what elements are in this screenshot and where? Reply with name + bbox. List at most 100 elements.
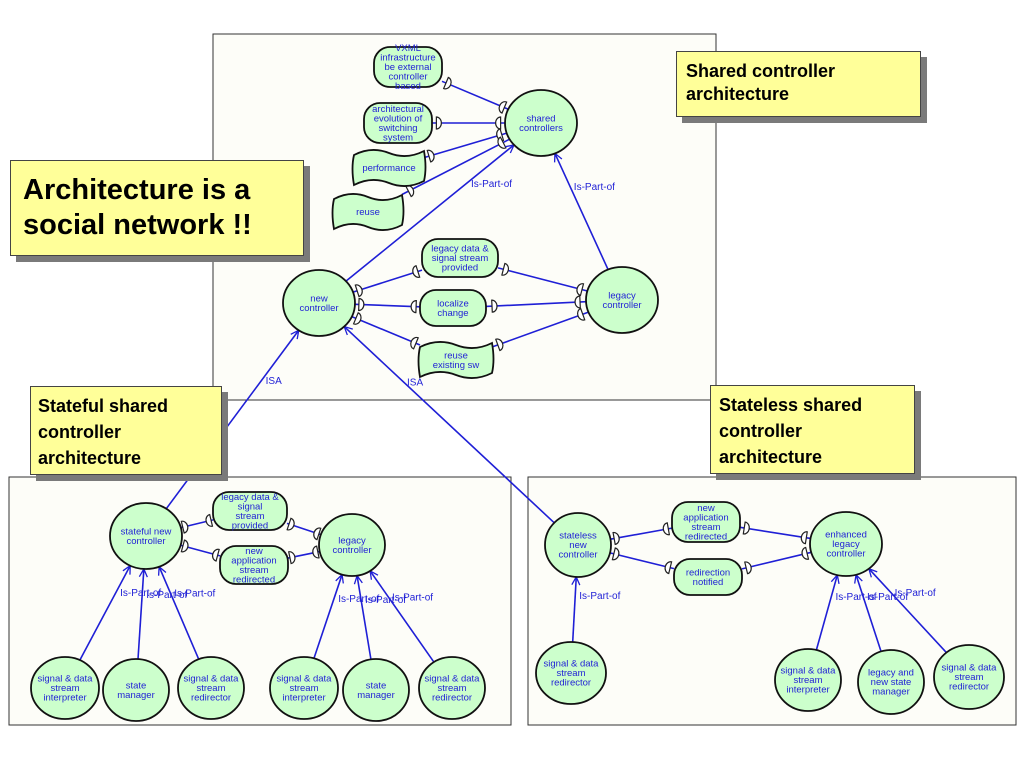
node-label: based [395,81,421,92]
edge-symbol [426,149,435,163]
edge-symbol [611,547,620,561]
node-performance: performance [351,149,427,187]
edge-symbol [312,545,320,559]
node-label: redirected [685,531,727,542]
edge-symbol [664,561,673,575]
edge-legacy_ctrl-reuse_sw [491,311,589,348]
edge-l_interp1-stateful_new [79,566,131,661]
node-label: architectural [372,104,424,115]
edge-symbol [574,295,581,309]
node-label: signal & data [38,674,94,685]
node-label: signal & data [781,666,837,677]
edge-l_redir1-stateful_new [159,567,200,660]
edge-symbol-shape [312,545,320,559]
edge-legacy_ctrl-localize [485,300,587,308]
node-label: interpreter [786,685,829,696]
edge-symbol [801,546,810,560]
edge-symbol [742,521,750,535]
edge-symbol [442,76,452,90]
node-label: new state [871,677,912,688]
node-shape [809,511,883,577]
edge-symbol [498,101,508,114]
edge-symbol-shape [426,149,435,163]
node-shape [418,656,486,720]
edge-l_interp2-l_legacy_ctrl [313,575,342,659]
callout-stateless-line-3: architecture [719,447,823,467]
node-label: manager [357,690,395,701]
edge-symbol-shape [410,336,419,350]
node-label: state [126,680,147,691]
edge-symbol [497,136,507,149]
node-shape [318,513,386,577]
node-shape [504,89,578,157]
node-shape [933,644,1005,710]
node-label: signal stream [432,253,489,264]
edge-symbol-shape [801,546,810,560]
callout-stateless-line-1: Stateless shared [719,395,863,415]
edge-legacy_ctrl-legacy_data [497,267,588,292]
edge-symbol [358,297,365,312]
edge-symbol-shape [494,338,504,352]
edge-r_interp-enhanced [815,575,837,651]
node-shape [857,649,925,715]
node-label: evolution of [374,113,423,124]
node-label: legacy [338,535,366,546]
callout-title-line-2: social network !! [23,209,252,241]
node-shape [544,512,612,578]
edge-label: Is-Part-of [835,592,876,603]
edge-symbol [410,300,417,314]
node-label: redirector [551,678,591,689]
edge-symbol-shape [435,116,442,130]
node-shape [109,502,183,570]
node-label: new [697,503,715,514]
node-label: controller [388,72,427,83]
callout-stateful-line-3: architecture [38,448,142,468]
node-label: stream [50,683,79,694]
node-shape [585,266,659,334]
edge-enhanced-r_redir_notified [741,551,812,570]
edge-symbol-shape [358,297,365,312]
node-shape [671,501,741,543]
edge-symbol [501,262,510,276]
node-label: signal & data [277,674,333,685]
edge-symbol-shape [744,561,752,575]
edge-symbol [352,312,362,325]
node-label: stream [235,511,264,522]
node-label: stream [196,683,225,694]
edge-new_ctrl-reuse_sw [351,315,421,346]
edge-stateful_new-new_ctrl [165,330,298,510]
node-label: controller [602,300,641,311]
node-shape [351,149,427,187]
edge-symbol-shape [352,312,362,325]
node-label: signal & data [425,674,481,685]
edge-symbol-shape [501,262,510,276]
node-label: application [231,555,276,566]
node-label: notified [693,577,724,588]
edge-symbol [354,284,363,298]
edge-symbol-shape [742,521,750,535]
edge-label: Is-Part-of [338,594,379,605]
edge-symbol [211,548,220,562]
edge-label: Is-Part-of [867,592,908,603]
edge-symbol-shape [662,522,671,536]
edge-vxml-shared_ctrl [441,80,509,110]
node-label: application [683,512,728,523]
edge-enhanced-r_new_app [739,526,811,540]
node-label: stream [954,672,983,683]
node-label: infrastructure [380,53,435,64]
node-label: legacy data & [431,244,489,255]
callout-stateful-line-1: Stateful shared [38,396,169,416]
node-label: redirector [949,682,989,693]
node-label: stream [289,683,318,694]
node-shape [421,238,499,278]
callout-stateless-shared: Stateless shared controller architecture [710,385,915,474]
node-label: provided [442,263,478,274]
edge-symbol-shape [180,539,189,553]
